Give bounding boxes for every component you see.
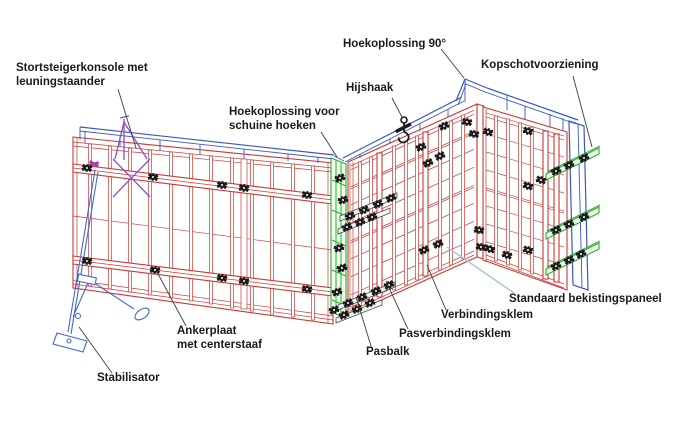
- label-hijshaak: Hijshaak: [346, 82, 394, 94]
- end-shutter-blue-channel: [568, 120, 589, 291]
- panel-leader-lightblue: [446, 246, 515, 294]
- label-pasbalk: Pasbalk: [366, 346, 410, 358]
- label-hoekoplossing-90: Hoekoplossing 90°: [343, 38, 447, 50]
- left-wall-panel: [72, 136, 334, 325]
- leader-lines: [78, 48, 593, 374]
- label-pasverbindingsklem: Pasverbindingsklem: [399, 328, 511, 340]
- stabilizer-brace: [52, 169, 150, 353]
- lifting-hook-icon: [395, 116, 412, 144]
- label-stortsteigerkonsole: Stortsteigerkonsole met leuningstaander: [16, 62, 148, 88]
- label-kopschotvoorziening: Kopschotvoorziening: [481, 59, 599, 71]
- label-hoekoplossing-schuine-hoeken: Hoekoplossing voor schuine hoeken: [229, 106, 340, 132]
- label-ankerplaat-met-centerstaaf: Ankerplaat met centerstaaf: [177, 325, 263, 351]
- left-panel-ribs: [88, 143, 315, 321]
- label-verbindingsklem: Verbindingsklem: [441, 309, 534, 321]
- label-standaard-bekistingspaneel: Standaard bekistingspaneel: [509, 293, 662, 305]
- corner-right-panel: [482, 106, 568, 291]
- guardrail-left-wall: [79, 126, 345, 163]
- label-stabilisator: Stabilisator: [97, 372, 160, 384]
